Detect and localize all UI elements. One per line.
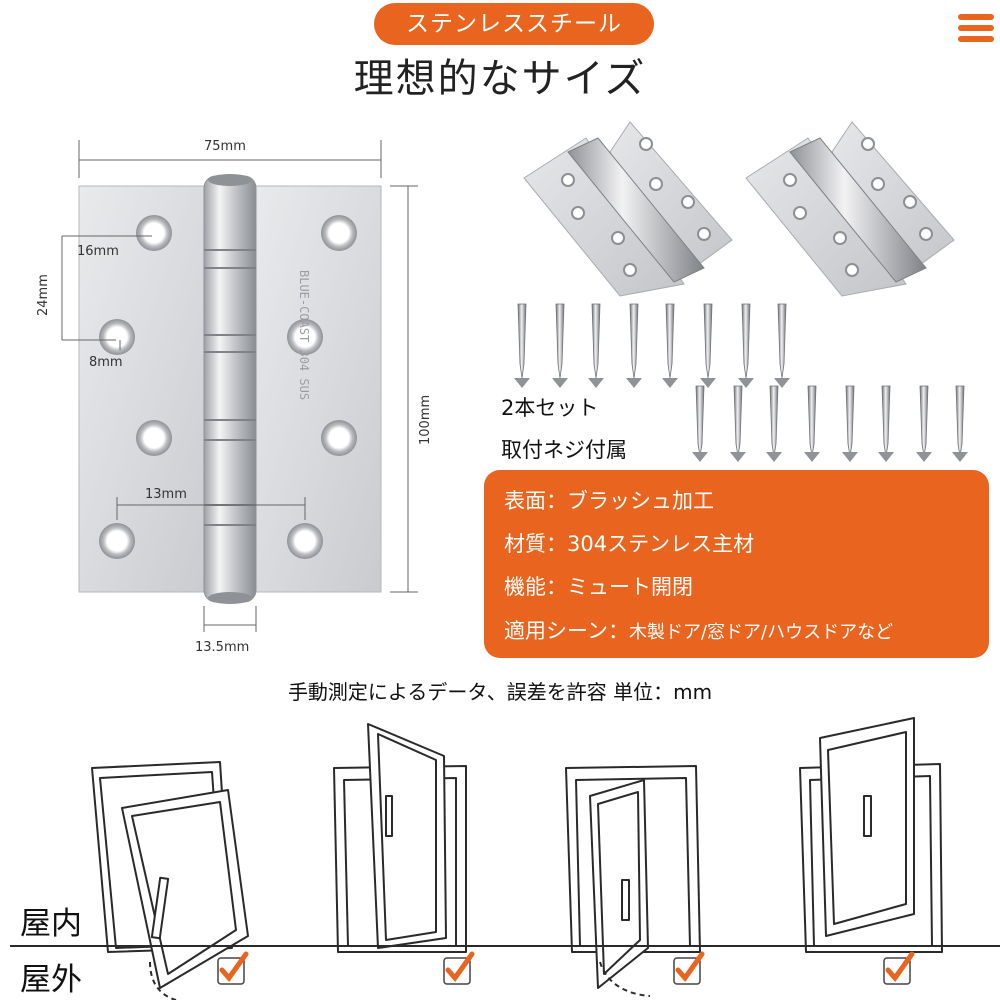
screw-holes: [99, 215, 357, 559]
screws-included-label: 取付ネジ付属: [501, 438, 627, 462]
dim-hole-spacing: 24mm: [36, 274, 51, 316]
outdoor-label: 屋外: [20, 962, 82, 998]
hinge-barrel: [203, 175, 257, 603]
door-opening-diagrams: [10, 717, 1000, 1000]
checkmark-icon: [443, 951, 475, 985]
dim-hole-from-edge: 16mm: [77, 244, 119, 259]
indoor-label: 屋内: [20, 906, 82, 942]
barrel-cap-top: [208, 174, 252, 186]
hamburger-menu-icon[interactable]: [958, 14, 994, 50]
dim-height: 100mm: [418, 394, 433, 445]
hinge-leaf-left: [78, 185, 211, 593]
set-count-label: 2本セット: [501, 396, 599, 420]
dim-hole-diameter: 8mm: [89, 355, 123, 370]
checkmark-icon: [217, 951, 249, 985]
barrel-cap-bottom: [208, 592, 252, 604]
hinge-photo-2: [745, 121, 955, 297]
spec-row-surface: 表面：ブラッシュ加工: [504, 489, 714, 513]
page-title: 理想的なサイズ: [353, 56, 647, 102]
spec-row-function: 機能：ミュート開閉: [504, 575, 693, 599]
spec-box: 表面：ブラッシュ加工 材質：304ステンレス主材 機能：ミュート開閉 適用シーン…: [484, 470, 989, 658]
checkmark-icon: [883, 951, 915, 985]
door-diagram-3: [565, 765, 701, 997]
spec-row-application: 適用シーン：木製ドア/窓ドア/ハウスドアなど: [504, 619, 894, 643]
screws-row-1: [514, 303, 790, 388]
product-photo: [514, 121, 968, 462]
checkmark-icons: [217, 951, 915, 985]
screws-row-2: [692, 385, 968, 462]
checkmark-icon: [673, 951, 705, 985]
door-diagram-1: [91, 761, 249, 1000]
spec-row-material: 材質：304ステンレス主材: [504, 532, 755, 556]
door-diagram-2: [333, 723, 467, 953]
material-badge: ステンレススチール: [374, 3, 654, 45]
measurement-note: 手動測定によるデータ、誤差を許容 単位：mm: [287, 680, 713, 704]
door-diagram-4: [799, 717, 943, 953]
dim-hole-inset: 13mm: [145, 487, 187, 502]
dim-knuckle-width: 13.5mm: [195, 640, 250, 655]
hinge-stamp: BLUE-COAST 304 SUS: [297, 270, 311, 400]
hinge-photo-1: [523, 121, 733, 297]
dim-width: 75mm: [204, 139, 246, 154]
